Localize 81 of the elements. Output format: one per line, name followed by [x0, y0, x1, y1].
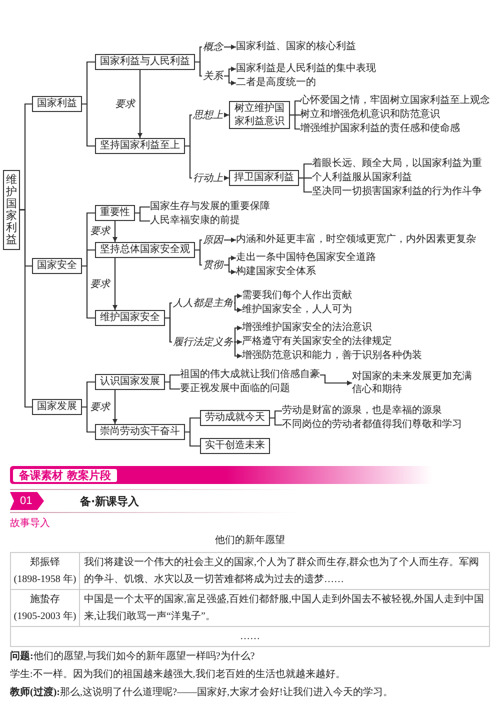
point-text: 走出一条中国特色国家安全道路 — [236, 252, 376, 264]
topic-box: 树立维护国家利益意识 — [229, 101, 290, 129]
arrow — [112, 390, 118, 424]
edge-label: 关系 — [202, 70, 224, 82]
connector-line — [82, 265, 95, 319]
topic-box: 崇尚劳动实干奋斗 — [95, 424, 185, 440]
edge-label: 原因 — [202, 234, 224, 246]
topic-box: 坚持总体国家安全观 — [95, 242, 195, 258]
connector-line — [20, 209, 32, 408]
point-text: 二者是高度统一的 — [236, 77, 316, 89]
edge-label: 行动上 — [192, 172, 224, 184]
author-name: 郑振铎 — [29, 556, 61, 570]
point-text: 心怀爱国之情，牢固树立国家利益至上观念 — [300, 95, 490, 107]
point-text: 构建国家安全体系 — [236, 266, 316, 278]
author-years: (1898-1958 年) — [12, 573, 78, 587]
edge-label: 履行法定义务 — [172, 336, 234, 348]
topic-box: 国家利益与人民利益 — [95, 54, 195, 70]
point-text: 国家生存与发展的重要保障 — [150, 201, 270, 213]
topic-box: 劳动成就今天 — [200, 410, 270, 426]
arrow — [112, 221, 118, 242]
section-heading: 备课素材 教案片段 — [13, 468, 117, 482]
point-text: 增强维护国家安全的法治意识 — [242, 322, 372, 334]
author-name: 施蛰存 — [29, 592, 61, 607]
topic-box: 捍卫国家利益 — [229, 170, 299, 186]
point-text: 维护国家安全，人人可为 — [242, 304, 352, 316]
topic-box: 坚持国家利益至上 — [95, 138, 185, 154]
author-years: (1905-2003 年) — [12, 610, 78, 624]
table-title: 他们的新年愿望 — [215, 535, 285, 546]
point-text: 国家利益是人民利益的集中表现 — [236, 63, 376, 75]
point-text: 祖国的伟大成就让我们倍感自豪 — [180, 369, 320, 381]
step-number: 01 — [10, 492, 44, 510]
arrow — [320, 374, 352, 386]
arrow — [112, 258, 118, 310]
point-text: 个人利益服从国家利益 — [312, 172, 412, 184]
table-cell: 中国是一个太平的国家,富足强盛,百姓们都舒服,中国人走到外国去不被轻视,外国人走到中国来,让我们敢骂一声“洋鬼子”。 — [80, 590, 490, 626]
connector-line — [82, 406, 95, 433]
connector-line — [270, 417, 282, 426]
topic-box: 国家安全 — [32, 258, 82, 274]
point-text: 内涵和外延更丰富，时空领域更宽广，内外因素更复杂 — [236, 234, 476, 246]
topic-box: 国家利益 — [32, 96, 82, 112]
point-text: 要正视发展中面临的问题 — [180, 383, 290, 395]
topic-box: 实干创造未来 — [200, 438, 270, 454]
root-topic-box: 维护国家利益 — [3, 170, 20, 250]
connector-line — [165, 381, 180, 390]
edge-label: 思想上 — [192, 110, 224, 120]
point-text: 坚决同一切损害国家利益的行为作斗争 — [312, 186, 482, 198]
connector-line — [135, 212, 150, 222]
point-text: 着眼长远、顾全大局，以国家利益为重 — [312, 158, 482, 170]
topic-box: 维护国家安全 — [95, 310, 165, 326]
table-cell: 我们将建设一个伟大的社会主义的国家,个人为了群众而生存,群众也为了个人而生存。军阀的争斗、饥饿、水灾以及一切苦难都将成为过去的遗梦…… — [80, 552, 490, 590]
edge-label: 要求 — [89, 402, 111, 412]
connector-line — [299, 177, 312, 193]
arrow — [138, 70, 142, 138]
point-text: 国家利益、国家的核心利益 — [236, 41, 356, 53]
edge-label: 要求 — [89, 226, 111, 237]
point-text: 对国家的未来发展更加充满信心和期待 — [352, 370, 477, 396]
connector-line — [290, 114, 300, 130]
dialogue-text: 问题:他们的愿望,与我们如今的新年愿望一样吗?为什么? — [10, 650, 256, 664]
connector-line — [185, 431, 200, 447]
table-cell: …… — [10, 626, 490, 646]
point-text: 需要我们每个人作出贡献 — [242, 290, 352, 302]
point-text: 严格遵守有关国家安全的法律规定 — [242, 336, 392, 348]
connector-line — [82, 103, 95, 147]
point-text: 人民幸福安康的前提 — [150, 215, 240, 227]
topic-box: 重要性 — [95, 205, 135, 221]
edge-label: 贯彻 — [202, 260, 224, 270]
edge-label: 要求 — [114, 98, 136, 110]
topic-box: 国家发展 — [32, 399, 82, 415]
edge-label: 概念 — [202, 42, 224, 52]
point-text: 不同岗位的劳动者都值得我们尊敬和学习 — [282, 419, 462, 431]
edge-label: 人人都是主角 — [172, 298, 234, 308]
dialogue-text: 学生:不一样。因为我们的祖国越来越强大,我们老百姓的生活也就越来越好。 — [10, 668, 346, 682]
point-text: 劳动是财富的源泉，也是幸福的源泉 — [282, 405, 442, 417]
subheading: 故事导入 — [10, 516, 50, 530]
edge-label: 要求 — [89, 278, 111, 290]
point-text: 树立和增强危机意识和防范意识 — [300, 109, 440, 121]
dialogue-text: 教师(过渡):那么,这说明了什么道理呢?——国家好,大家才会好!让我们进入今天的学习。 — [10, 685, 394, 700]
topic-box: 认识国家发展 — [95, 374, 165, 390]
point-text: 增强防范意识和能力，善于识别各种伪装 — [242, 350, 422, 362]
section-title: 备·新课导入 — [80, 494, 140, 508]
point-text: 增强维护国家利益的责任感和使命感 — [300, 123, 460, 135]
